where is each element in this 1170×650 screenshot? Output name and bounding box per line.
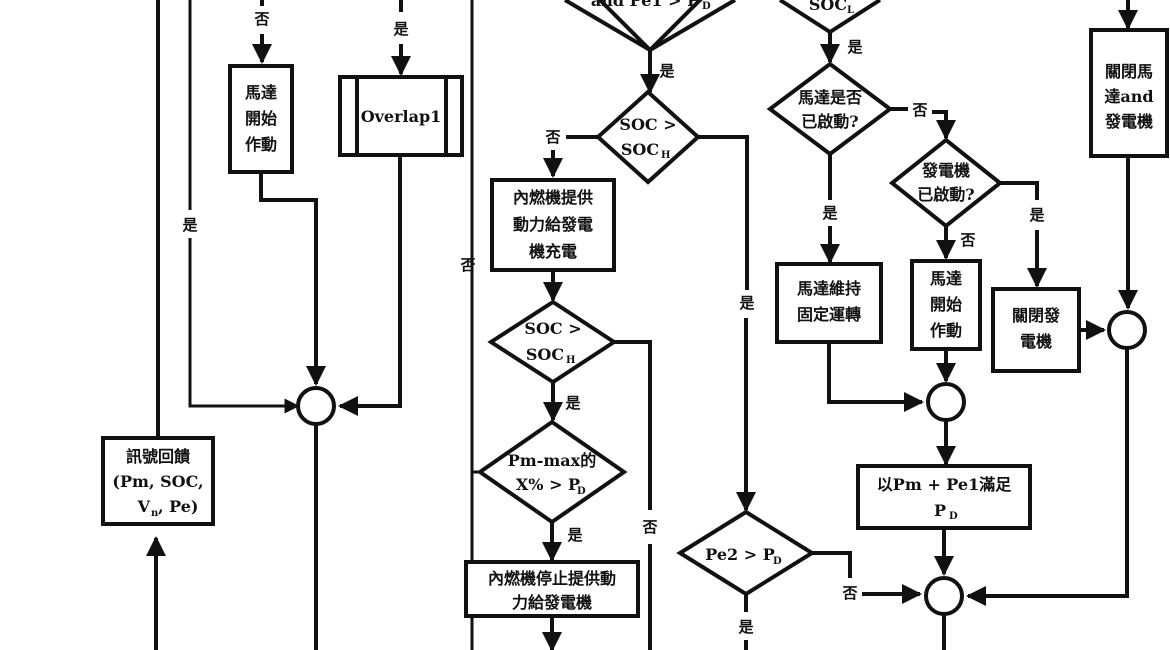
- connector: [1000, 181, 1039, 200]
- box-text: 內燃機提供: [513, 188, 593, 207]
- decision-text: Pm-max的: [508, 451, 596, 470]
- top-right-decision: SOC L: [778, 0, 882, 35]
- yes-label: 是: [738, 294, 755, 312]
- no-label: 否: [911, 101, 927, 119]
- box-text: 作動: [930, 321, 962, 340]
- signal-feedback-line3a: V: [137, 497, 151, 516]
- soc-decision-1: SOC > SOC H: [595, 89, 701, 185]
- decision-text: 已啟動?: [801, 112, 858, 131]
- no-label: 否: [253, 10, 269, 28]
- signal-feedback-line1: 訊號回饋: [126, 447, 191, 466]
- yes-label: 是: [658, 62, 675, 80]
- decision-text-sub: H: [661, 150, 670, 161]
- box-text: 以Pm + Pe1滿足: [877, 475, 1012, 494]
- yes-line-left-lower: [188, 238, 300, 414]
- motor-start-left-box: 馬達 開始 作動: [228, 64, 294, 174]
- box-text: 內燃機停止提供動: [488, 569, 616, 588]
- box-text: 馬達: [930, 269, 962, 288]
- decision-text-sub: L: [847, 5, 854, 16]
- yes-label: 是: [1028, 206, 1045, 224]
- decision-text: 已啟動?: [917, 185, 974, 204]
- box-text: 固定運轉: [797, 305, 861, 324]
- engine-charge-box: 內燃機提供 動力給發電 機充電: [490, 178, 616, 272]
- motor-keep-box: 馬達維持 固定運轉: [775, 262, 883, 344]
- merge-node-far-right: [1107, 310, 1147, 350]
- merge-node-mid-right: [926, 382, 966, 422]
- box-text-sub: D: [949, 511, 958, 522]
- arrow: [966, 348, 1129, 606]
- connector: [812, 551, 852, 578]
- generator-started-decision: 發電機 已啟動?: [888, 137, 1004, 229]
- no-label: 否: [841, 584, 857, 602]
- connector: [698, 135, 749, 290]
- decision-text: 發電機: [921, 161, 970, 180]
- pm-max-decision: Pm-max的 X% > P D: [476, 419, 628, 525]
- yes-label: 是: [564, 394, 581, 412]
- box-text: 機充電: [529, 242, 577, 261]
- no-label: 否: [459, 256, 475, 274]
- close-motor-generator-box: 關閉馬 達and 發電機: [1089, 28, 1169, 158]
- signal-feedback-line3b: , Pe): [158, 497, 199, 516]
- decision-text-sub: H: [566, 355, 575, 366]
- engine-stop-box: 內燃機停止提供動 力給發電機: [464, 560, 640, 618]
- pm-pe1-satisfy-box: 以Pm + Pe1滿足 P D: [856, 464, 1032, 530]
- decision-text: X% > P: [516, 475, 580, 494]
- box-text: 作動: [245, 135, 277, 154]
- box-text: 關閉發: [1012, 306, 1061, 325]
- decision-text-sub: D: [773, 556, 782, 567]
- no-label: 否: [641, 518, 657, 536]
- box-text: 電機: [1020, 332, 1052, 351]
- yes-label: 是: [737, 618, 754, 636]
- decision-text: SOC >: [524, 319, 581, 338]
- box-text: 開始: [245, 109, 277, 128]
- top-left-decision: and Pe1 > P D: [563, 0, 737, 53]
- decision-text: Pe2 > P: [705, 545, 775, 564]
- no-label: 否: [959, 231, 975, 249]
- yes-label: 是: [566, 526, 583, 544]
- connector: [614, 340, 652, 510]
- box-text: 力給發電機: [512, 593, 592, 612]
- decision-text: SOC: [809, 0, 847, 14]
- decision-text: 馬達是否: [798, 88, 862, 107]
- decision-text-sub: D: [702, 1, 711, 12]
- decision-text: SOC: [526, 345, 564, 364]
- motor-started-decision: 馬達是否 已啟動?: [766, 61, 894, 157]
- box-text: Overlap1: [361, 107, 442, 126]
- arrow: [932, 110, 956, 140]
- yes-label: 是: [181, 216, 198, 234]
- signal-feedback-line2: (Pm, SOC,: [112, 472, 203, 491]
- arrow: [259, 172, 326, 386]
- box-text: 達and: [1104, 87, 1153, 106]
- close-generator-box: 關閉發 電機: [991, 287, 1081, 373]
- box-text: 關閉馬: [1105, 62, 1153, 81]
- box-text: 動力給發電: [513, 215, 593, 234]
- arrow: [338, 155, 402, 416]
- soc-decision-2: SOC > SOC H: [487, 299, 618, 385]
- decision-text-sub: D: [577, 486, 586, 497]
- box-text: 開始: [930, 295, 962, 314]
- motor-start-right-box: 馬達 開始 作動: [910, 259, 982, 351]
- signal-feedback-sub: n: [151, 508, 159, 519]
- arrow: [827, 342, 924, 412]
- box-text: 馬達維持: [797, 279, 861, 298]
- overlap1-box: Overlap1: [338, 75, 464, 157]
- yes-label: 是: [392, 20, 409, 38]
- box-text: 馬達: [245, 83, 277, 102]
- box-text: P: [934, 501, 946, 520]
- decision-text: SOC >: [619, 115, 676, 134]
- no-label: 否: [544, 128, 560, 146]
- merge-node-bottom-right: [924, 576, 964, 616]
- merge-node-left: [296, 386, 336, 426]
- decision-text: SOC: [621, 140, 659, 159]
- box-text: 發電機: [1104, 112, 1153, 131]
- yes-label: 是: [846, 38, 863, 56]
- signal-feedback-box: 訊號回饋 (Pm, SOC, V n , Pe): [101, 436, 215, 526]
- pe2-decision: Pe2 > P D: [676, 509, 816, 597]
- yes-label: 是: [821, 204, 838, 222]
- decision-text: and Pe1 > P: [591, 0, 699, 10]
